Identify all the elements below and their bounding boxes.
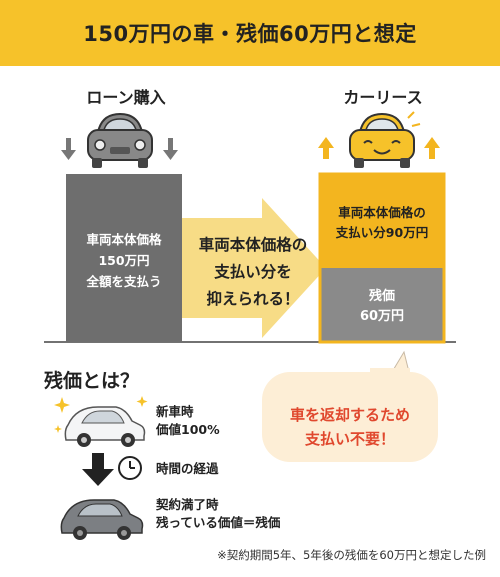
step-line: 残っている価値＝残価	[156, 515, 281, 530]
lease-payment-line: 支払い分90万円	[335, 225, 429, 240]
step-end-text: 契約満了時 残っている価値＝残価	[156, 496, 280, 532]
sparkle-icon	[54, 396, 148, 433]
middle-line: 支払い分を	[214, 263, 292, 281]
loan-box-text: 車両本体価格 150万円 全額を支払う	[66, 229, 182, 292]
yellow-smiling-car-icon	[349, 112, 415, 168]
loan-box-line: 車両本体価格	[86, 232, 162, 247]
step-line: 契約満了時	[156, 497, 219, 512]
thick-down-arrow-icon	[82, 453, 114, 486]
step-line: 価値100%	[156, 422, 220, 437]
residual-box	[320, 268, 444, 342]
loan-total-box	[66, 174, 182, 342]
middle-text: 車両本体価格の 支払い分を 抑えられる！	[178, 232, 328, 313]
white-car-icon	[64, 406, 146, 447]
lease-box-outline	[318, 172, 446, 344]
title-band: 150万円の車・残価60万円と想定	[0, 0, 500, 66]
step-line: 新車時	[156, 404, 194, 419]
step-time-text: 時間の経過	[156, 461, 219, 476]
down-arrow-icon	[61, 138, 178, 160]
lease-payment-box	[320, 174, 444, 268]
loan-box-line: 全額を支払う	[86, 274, 162, 289]
footnote: ※契約期間5年、5年後の残価を60万円と想定した例	[217, 548, 486, 562]
loan-label: ローン購入	[86, 88, 166, 107]
page-title: 150万円の車・残価60万円と想定	[83, 22, 417, 46]
right-arrow-icon	[182, 198, 326, 338]
speech-bubble	[262, 350, 438, 462]
loan-box-line: 150万円	[98, 253, 150, 268]
lease-payment-text: 車両本体価格の 支払い分90万円	[320, 203, 444, 243]
lease-payment-line: 車両本体価格の	[338, 205, 426, 220]
zanka-title: 残価とは？	[44, 370, 140, 392]
old-gray-car-icon	[60, 499, 144, 540]
bubble-line: 支払い不要！	[304, 430, 395, 448]
residual-line: 60万円	[359, 309, 405, 324]
lease-label: カーリース	[343, 88, 423, 107]
middle-line: 抑えられる！	[206, 290, 300, 308]
up-arrow-icon	[318, 111, 440, 159]
clock-icon	[118, 456, 142, 480]
bubble-line: 車を返却するため	[289, 406, 410, 424]
residual-text: 残価 60万円	[320, 287, 444, 327]
residual-line: 残価	[368, 289, 395, 304]
step-new-car-text: 新車時 価値100%	[156, 403, 220, 439]
bubble-text: 車を返却するため 支払い不要！	[268, 403, 432, 451]
gray-car-icon	[87, 112, 153, 168]
middle-line: 車両本体価格の	[198, 236, 308, 254]
